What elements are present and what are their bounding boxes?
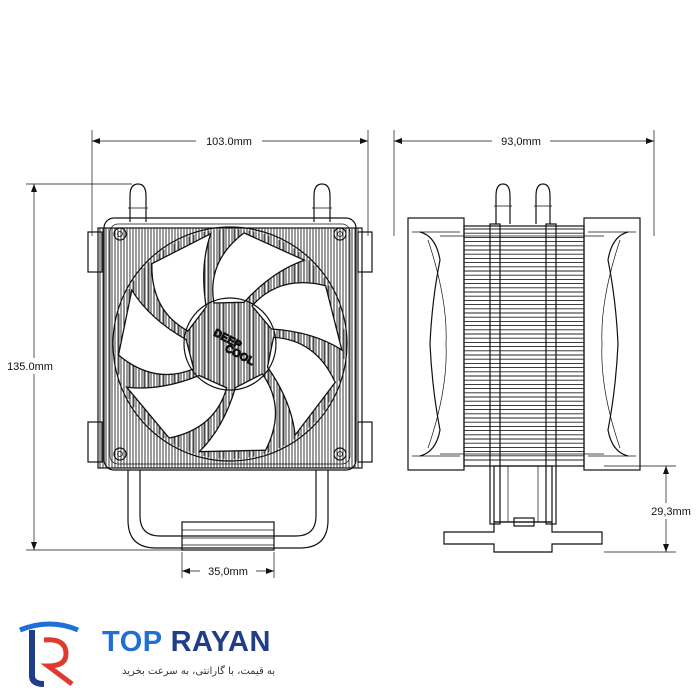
fan-blade [151, 232, 212, 332]
front-pipe-tips [128, 183, 332, 222]
front-fin-stack [97, 227, 363, 469]
front-view: DEEP COOL [87, 183, 373, 551]
dim-height: 135.0mm [7, 361, 53, 373]
side-heatpipes [489, 223, 557, 525]
side-fan-left [407, 217, 465, 471]
fan-blades [117, 232, 343, 453]
side-fan-right [583, 217, 641, 471]
brand-name-part2: RAYAN [170, 626, 271, 658]
front-base-block [181, 521, 275, 551]
fan-blade [125, 374, 228, 439]
fan-blade [251, 282, 343, 352]
side-base [443, 465, 603, 553]
fan-blade [197, 373, 277, 453]
fan-screw-holes [113, 227, 347, 461]
front-mount-clips [87, 231, 373, 463]
fan-blade [266, 336, 336, 437]
dim-base-width: 35,0mm [208, 566, 248, 578]
brand-name-part1: TOP [102, 626, 163, 658]
side-fin-lines [464, 228, 584, 461]
cooler-technical-drawing: DEEP COOL 103.0mm 135.0mm 35,0mm [2, 130, 700, 578]
fan-blade [212, 232, 307, 304]
brand-tagline: به قیمت، با گارانتی، به سرعت بخرید [122, 666, 276, 677]
fan-blade [117, 288, 195, 376]
side-view [407, 183, 641, 553]
fan-hub [183, 297, 277, 391]
topRayan-emblem-icon [19, 621, 79, 687]
fan-frame [103, 217, 357, 471]
side-dimensions: 93,0mm 29,3mm [393, 130, 700, 553]
front-dimensions: 103.0mm 135.0mm 35,0mm [2, 130, 369, 578]
dim-base-height: 29,3mm [651, 506, 691, 518]
dim-front-width: 103.0mm [206, 136, 252, 148]
fan-opening [112, 226, 348, 462]
side-fin-stack [463, 225, 585, 467]
side-pipe-tips [494, 183, 552, 224]
dim-side-width: 93,0mm [501, 136, 541, 148]
front-heatpipes [127, 470, 329, 549]
